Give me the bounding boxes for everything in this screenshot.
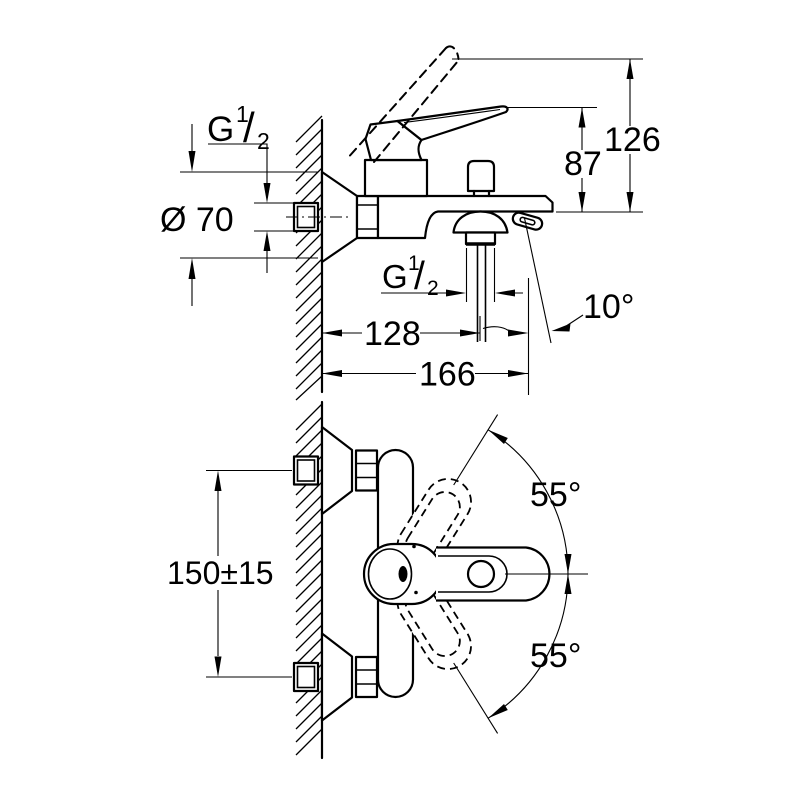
union-nut-bottom [354, 655, 379, 699]
svg-text:2: 2 [427, 277, 439, 300]
dim-dia70-arrow-bottom [188, 258, 196, 279]
wall-union-square-bottom-inner [296, 665, 316, 689]
svg-text:1: 1 [408, 252, 420, 275]
union-nut [355, 194, 380, 240]
swing-arrow-mid-upper [564, 554, 572, 574]
side-view-dimensions: Ø 70 G 1 / 2 87 126 [160, 58, 661, 395]
dim-128-arrow-right [460, 329, 480, 337]
dim-87-arrow-bottom [578, 192, 586, 212]
dim-150-arrow-bottom [214, 656, 222, 677]
dim-128-label: 128 [364, 315, 421, 353]
svg-text:2: 2 [257, 128, 270, 154]
lever-blade-inner-line [403, 108, 501, 124]
escutcheon-cone-bottom [320, 632, 354, 722]
dim-128-arrow-left [322, 329, 342, 337]
dim-126-arrow-bottom [626, 192, 634, 212]
dim-ghalf-spout-arrow-right [495, 289, 515, 297]
cartridge-collar [363, 158, 429, 198]
diverter-knob [466, 159, 496, 193]
spray-angle-line [523, 217, 552, 344]
union-nut-top-facets [356, 462, 377, 479]
dim-10deg-arrow-right [551, 323, 571, 332]
swing-arrow-down-end [488, 704, 508, 719]
union-nut-top [354, 449, 379, 492]
dim-ghalf-wall-label: G 1 / 2 [207, 101, 270, 154]
extension-lines [180, 58, 643, 395]
bath-mixer-front [292, 425, 588, 722]
lever-handle-blade [396, 105, 509, 142]
dim-150-extensions [206, 469, 292, 678]
dim-166-label: 166 [419, 356, 476, 394]
dim-dia70-arrow-top [188, 151, 196, 172]
dim-ghalf-wall-arrow-bottom [263, 231, 271, 251]
dim-ghalf-spout-arrow-left [446, 289, 466, 297]
dim-126-arrow-top [626, 59, 634, 79]
dim-166-arrow-right [508, 370, 528, 377]
dim-55-up-label: 55° [530, 476, 581, 514]
dim-10deg-arc-tail [482, 326, 509, 331]
dim-ghalf-wall-leader [208, 143, 268, 273]
dim-150-arrow-top [214, 470, 222, 491]
front-view-dimensions: 150±15 55° 55° [167, 414, 581, 734]
dim-150-label: 150±15 [167, 555, 274, 591]
handle-end-cap [466, 559, 496, 589]
faucet-body-spout [376, 194, 554, 240]
swing-arrow-up-end [488, 429, 508, 444]
dim-10deg-label: 10° [583, 288, 634, 326]
shower-outlet-nipple [464, 231, 497, 246]
shower-outlet-dome [452, 210, 509, 234]
cartridge-front-inner [367, 548, 413, 600]
dim-dia70-label: Ø 70 [160, 201, 234, 239]
diverter-knob-stem [472, 189, 491, 198]
lever-handle-base [364, 119, 423, 162]
dim-ghalf-wall-arrow-top [263, 183, 271, 203]
swing-axis-down [453, 662, 499, 734]
wall-union-square-top-inner [296, 459, 316, 482]
cartridge-logo-dot [398, 566, 408, 582]
dim-55-down-label: 55° [530, 637, 581, 675]
shower-hose-tube [476, 245, 487, 342]
swing-arc-down [487, 573, 569, 719]
union-nut-bottom-facets [356, 669, 377, 685]
escutcheon-cone-top [320, 425, 354, 516]
dim-10deg-leader [566, 314, 584, 326]
svg-text:/: / [414, 255, 425, 298]
handle-front-inner [438, 555, 508, 593]
front-view: 150±15 55° 55° [167, 400, 588, 760]
spout-aerator [511, 211, 544, 231]
swing-axis-up [453, 414, 499, 486]
body-screw-dot-bottom [414, 590, 418, 595]
dim-10deg-arrow-left [508, 329, 529, 337]
swing-arrow-mid-lower [564, 574, 572, 594]
union-nut-facets [357, 204, 378, 230]
side-view: Ø 70 G 1 / 2 87 126 [160, 45, 661, 401]
svg-text:G: G [382, 258, 408, 295]
bath-mixer-side [286, 45, 554, 342]
swing-arc-up [487, 429, 569, 575]
dim-ghalf-spout-label: G 1 / 2 [382, 252, 439, 300]
svg-text:1: 1 [236, 101, 249, 127]
svg-text:G: G [207, 110, 234, 149]
dim-126-label: 126 [604, 121, 661, 159]
lever-handle-raised-dashed [349, 45, 460, 163]
dim-87-arrow-top [578, 107, 586, 128]
dim-166-arrow-left [322, 370, 342, 377]
svg-text:/: / [243, 104, 255, 151]
dim-87-label: 87 [564, 145, 602, 183]
body-screw-dot-top [412, 544, 416, 549]
